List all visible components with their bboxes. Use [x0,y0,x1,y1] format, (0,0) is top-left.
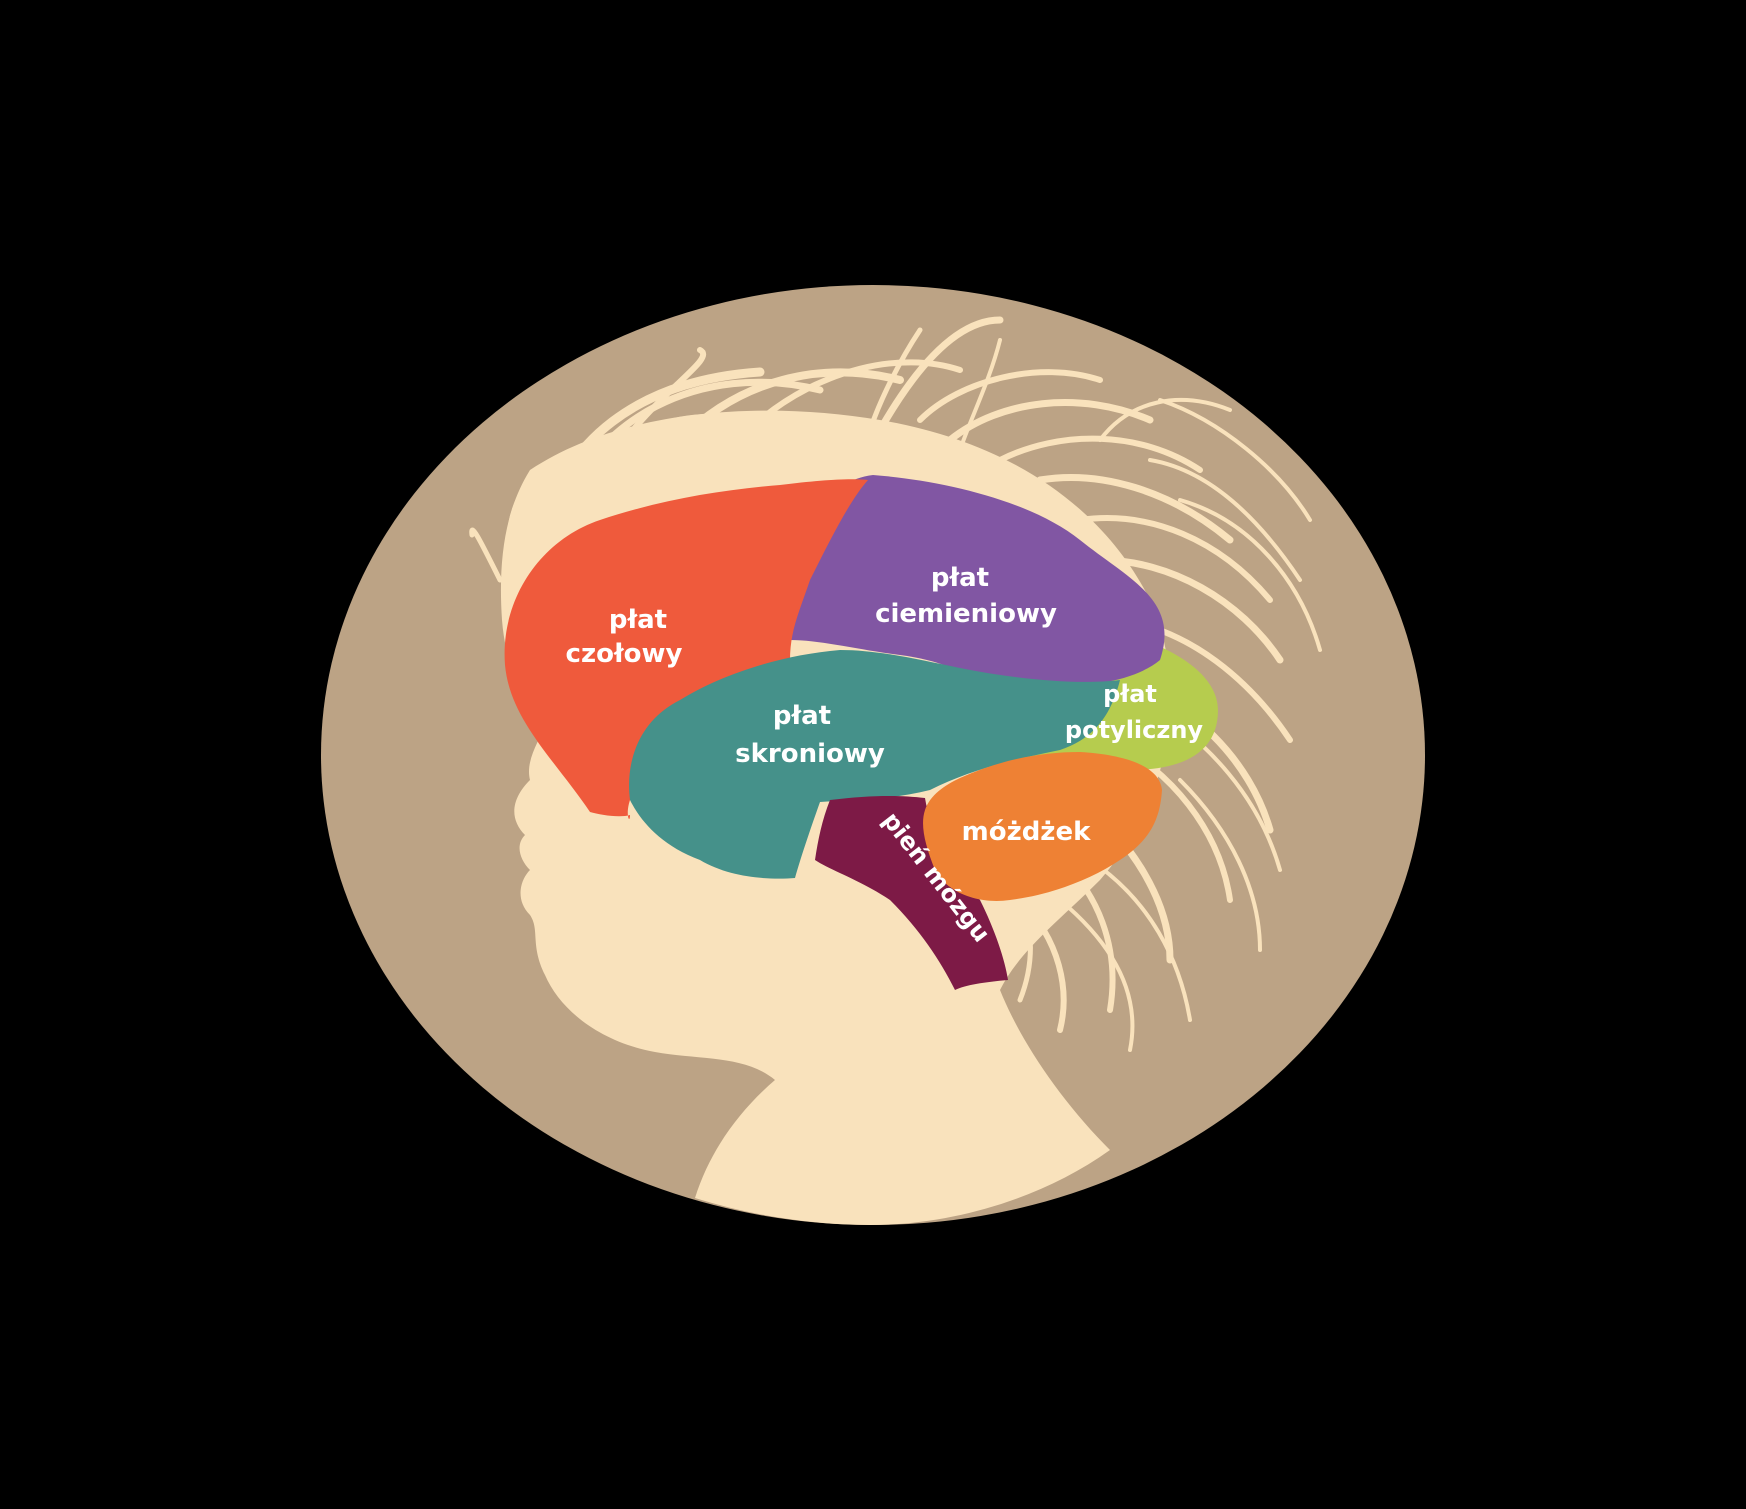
brainstem [815,795,1008,990]
parietal-label-line2: ciemieniowy [875,599,1057,629]
frontal-lobe [504,479,868,820]
cerebellum [923,752,1162,901]
cerebellum-label: móżdżek [962,817,1091,847]
temporal-label: płat skroniowy [735,701,885,769]
temporal-label-line1: płat [773,701,831,731]
occipital-label: płat potyliczny [1065,680,1204,744]
occipital-label-line1: płat [1103,680,1157,708]
parietal-label-line1: płat [931,563,989,593]
temporal-lobe [629,650,1120,879]
frontal-label: płat czołowy [566,605,683,669]
parietal-lobe [763,475,1165,687]
parietal-label: płat ciemieniowy [875,563,1057,629]
frontal-label-line1: płat [609,605,667,635]
hair-strands [469,316,1322,1052]
frontal-label-line2: czołowy [566,639,683,669]
occipital-label-line2: potyliczny [1065,716,1204,744]
temporal-label-line2: skroniowy [735,739,885,769]
